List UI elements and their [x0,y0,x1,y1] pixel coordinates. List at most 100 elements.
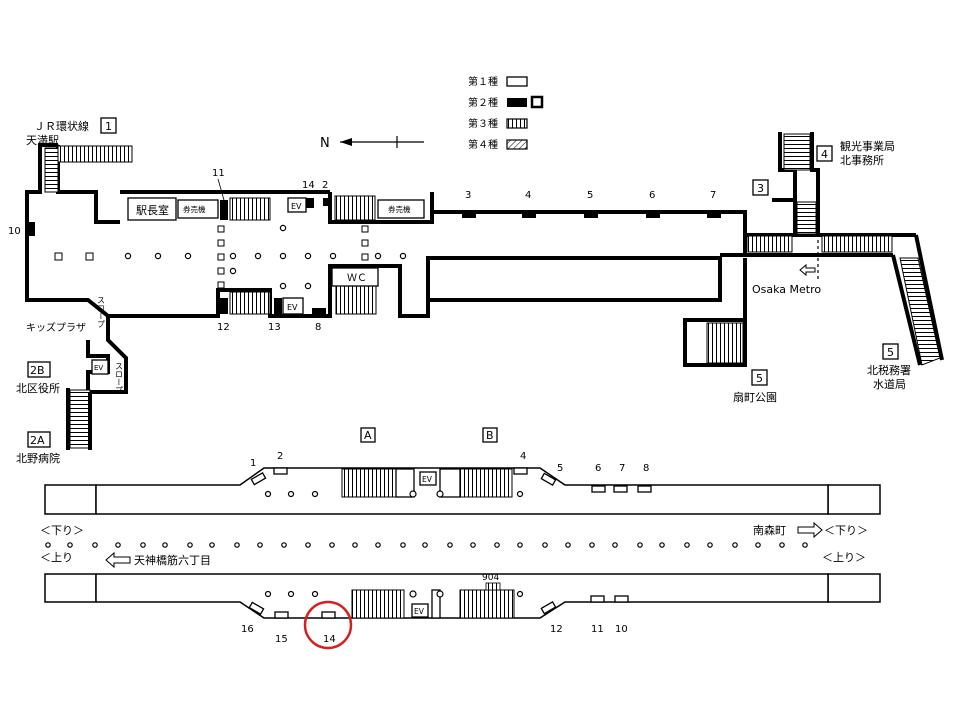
north-label: N [320,136,330,151]
elevator-2b [91,359,109,375]
track-down-right: ＜下り＞ [824,524,868,537]
track-up-left: ＜上り [40,551,73,564]
kita-ward-office-label: 北区役所 [16,381,60,395]
tax-office-label: 北税務署 [867,363,911,377]
legend-type1-icon [506,76,528,87]
stairs-b-box [482,427,498,443]
track-up-right: ＜上り＞ [822,551,866,564]
upper-num-4: 4 [520,451,526,462]
elevator-bottom-label: EV [287,303,298,312]
code-904-label: 904 [482,573,499,583]
upper-num-2: 2 [277,451,283,462]
tenma-station-label: 天満駅 [26,134,59,147]
jr-loop-line-label: ＪＲ環状線 [34,119,89,133]
exit-3-label: 3 [757,182,764,195]
elevator-2b-label: EV [94,364,103,372]
upper-num-6: 6 [595,463,601,474]
station-office [127,197,177,221]
lower-num-14: 14 [323,634,336,645]
ticket-machine-left [177,199,219,219]
platform-ev-lower-label: EV [414,607,425,616]
upper-num-1: 1 [250,458,256,469]
exit-4-box [816,145,833,162]
osaka-metro-arrow-icon [799,263,816,277]
slope-label-top: スロープ [97,296,106,328]
right-arrow-icon [797,521,823,539]
phone-14-label: 14 [302,180,315,191]
lower-num-10: 10 [615,624,628,635]
north-arrowhead-icon [340,138,352,146]
wc-room [331,267,379,287]
legend-type2-icon [507,98,527,107]
tourism-bureau-label-1: 観光事業局 [840,139,895,153]
concourse-plan: 駅長室 券売機 券売機 EV EV ＷＣ EV [8,117,944,465]
exit-1-box [100,117,117,134]
legend-type4-label: 第４種 [468,138,498,151]
stairs-b-label: B [486,429,494,442]
upper-num-7: 7 [619,463,625,474]
lower-num-15: 15 [275,634,288,645]
phone-4-label: 4 [525,190,531,201]
track-down-left: ＜下り＞ [40,524,84,537]
exit-2a-label: 2A [30,434,45,447]
legend-type4-icon [506,139,528,150]
stairs-a-box [360,427,376,443]
slope-label-bottom: スロープ [115,362,124,394]
water-bureau-label: 水道局 [873,377,906,391]
osaka-metro-label: Osaka Metro [752,283,821,296]
phone-6-label: 6 [649,190,655,201]
phone-5-label: 5 [587,190,593,201]
phone-2-label: 2 [322,180,328,191]
north-arrow: N [320,136,424,151]
tenjinbashisuji-label: 天神橋筋六丁目 [134,553,211,567]
legend-type2-alt-icon [530,95,544,109]
exit-3-box [752,179,769,196]
phone-12-label: 12 [217,322,230,333]
exit-2b-label: 2B [30,364,45,377]
left-arrow-icon [105,551,131,569]
upper-num-8: 8 [643,463,649,474]
legend-type2-label: 第２種 [468,96,498,109]
platform-ev-lower [411,603,429,618]
legend-type3-icon [506,118,528,129]
platform-ev-upper [419,471,437,486]
exit-5-park-label: 5 [756,372,763,385]
exit-5-tax-box [882,343,899,360]
stairs-a-label: A [364,429,372,442]
phone-8-label: 8 [315,322,321,333]
exit-2a-box [27,431,51,448]
phone-13-label: 13 [268,322,281,333]
platform-plan: A B EV 1 2 4 5 6 7 8 ＜下り＞ 南森町 ＜下り＞ [40,427,881,650]
phone-3-label: 3 [465,190,471,201]
upper-num-5: 5 [557,463,563,474]
wc-label: ＷＣ [347,273,367,284]
phone-7-label: 7 [710,190,716,201]
legend-type3-label: 第３種 [468,117,498,130]
minamimorimachi-label: 南森町 [753,523,786,537]
phone-10-label: 10 [8,226,21,237]
kids-plaza-label: キッズプラザ [26,321,86,334]
ticket-machine-left-label: 券売機 [183,204,206,214]
station-office-label: 駅長室 [136,203,169,217]
exit-5-tax-label: 5 [887,346,894,359]
exit-2b-box [27,361,51,378]
lower-num-16: 16 [241,624,254,635]
lower-num-12: 12 [550,624,563,635]
lower-num-11: 11 [591,624,604,635]
ticket-machine-right [377,199,425,219]
legend-type1-label: 第１種 [468,75,498,88]
elevator-top-label: EV [291,202,302,211]
legend: 第１種 第２種 第３種 第４種 [468,75,544,151]
kitano-hospital-label: 北野病院 [16,451,60,465]
highlight-circle-14 [303,600,353,650]
exit-5-park-box [751,369,768,386]
elevator-bottom [282,297,304,315]
tourism-bureau-label-2: 北事務所 [840,153,884,167]
ogimachi-park-label: 扇町公園 [733,390,777,404]
phone-11-label: 11 [212,168,225,179]
platform-ev-upper-label: EV [422,475,433,484]
ticket-machine-right-label: 券売機 [388,204,411,214]
exit-1-label: 1 [105,120,112,133]
exit-4-label: 4 [821,148,828,161]
